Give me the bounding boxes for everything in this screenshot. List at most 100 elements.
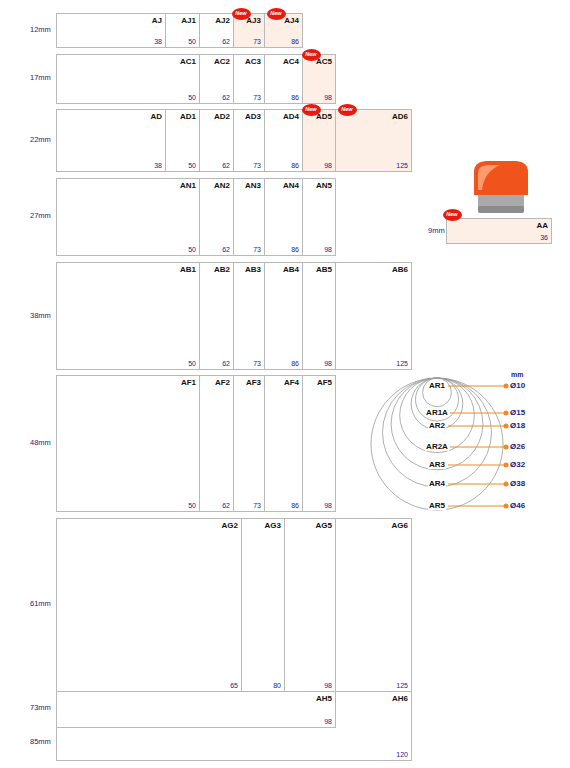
width-mm: 80 [273,682,281,689]
model-name: AC3 [245,58,261,66]
width-mm: 36 [540,234,548,241]
new-badge: New [302,49,321,61]
round-model-name: AR1 [428,382,446,390]
diameter-label: Ø26 [510,443,525,451]
width-mm: 98 [324,246,332,253]
width-mm: 50 [188,502,196,509]
badge-text: New [446,212,457,218]
height-label: 12mm [30,26,51,34]
stamp-size-box: AD1 50 [165,109,200,172]
stamp-size-box: AC262 [199,54,234,104]
model-name: AN2 [214,182,230,190]
model-name: AG2 [222,522,238,530]
leader-dots [504,384,509,509]
model-name: AB4 [283,266,299,274]
model-name: AJ1 [181,17,196,25]
width-mm: 86 [291,38,299,45]
width-mm: 50 [188,162,196,169]
model-name: AD2 [214,113,230,121]
width-mm: 50 [188,94,196,101]
new-badge: New [232,8,251,20]
width-mm: 125 [396,162,408,169]
width-mm: 86 [291,502,299,509]
height-label: 9mm [428,227,445,235]
diameter-label: Ø15 [510,409,525,417]
stamp-size-box: AN2 62 [199,178,234,256]
stamp-illustration [474,161,528,213]
model-name: AD1 [180,113,196,121]
height-label: 22mm [30,136,51,144]
model-name: AF3 [246,379,261,387]
width-mm: 125 [396,360,408,367]
width-mm: 62 [222,246,230,253]
model-name: AA [536,222,548,230]
model-name: AB2 [214,266,230,274]
stamp-size-box: AB2 62 [199,262,234,370]
stamp-size-box: AD598 [302,109,336,172]
stamp-size-box: AG598 [284,518,336,692]
width-mm: 62 [222,94,230,101]
width-mm: 62 [222,502,230,509]
width-mm: 98 [324,94,332,101]
model-name: AD3 [245,113,261,121]
stamp-size-box: AB373 [233,262,265,370]
model-name: AJ3 [246,17,261,25]
model-name: AC5 [316,58,332,66]
stamp-size-box: AD262 [199,109,234,172]
round-model-name: AR2A [425,443,449,451]
width-mm: 73 [253,38,261,45]
model-name: AB1 [180,266,196,274]
stamp-size-box: AG3 80 [241,518,285,692]
diameter-label: Ø18 [510,422,525,430]
model-name: AH5 [316,695,332,703]
round-model-name: AR5 [428,502,446,510]
round-model-name: AR4 [428,480,446,488]
stamp-size-box: AB5 98 [302,262,336,370]
stamp-size-box: AG6125 [335,518,412,692]
width-mm: 62 [222,360,230,367]
width-mm: 50 [188,360,196,367]
model-name: AF2 [215,379,230,387]
width-mm: 125 [396,682,408,689]
height-label: 61mm [30,600,51,608]
height-label: 38mm [30,312,51,320]
width-mm: 86 [291,94,299,101]
width-mm: 73 [253,246,261,253]
width-mm: 65 [230,682,238,689]
model-name: AD5 [316,113,332,121]
leader-lines [448,386,506,506]
model-name: AB5 [316,266,332,274]
model-name: AD6 [392,113,408,121]
model-name: AJ4 [284,17,299,25]
width-mm: 98 [324,718,332,725]
badge-text: New [341,107,352,113]
stamp-size-box: AD6 125 [335,109,412,172]
stamp-size-box: AJ262 [199,13,234,48]
unit-label: mm [511,371,523,378]
stamp-size-box: AF598 [302,375,336,512]
height-label: 17mm [30,74,51,82]
stamp-size-box: AB1 50 [56,262,200,370]
stamp-size-box: AG2 65 [56,518,242,692]
stamp-size-box: AH6120AH598 [56,691,412,761]
stamp-size-box: AF373 [233,375,265,512]
width-mm: 62 [222,38,230,45]
new-badge: New [267,8,286,20]
model-name: AN4 [283,182,299,190]
stamp-size-box: AF2 62 [199,375,234,512]
badge-text: New [305,52,316,58]
new-badge: New [338,104,357,116]
model-name: AC4 [283,58,299,66]
stamp-size-box: AD373 [233,109,265,172]
width-mm: 120 [396,751,408,758]
model-name: AG3 [265,522,281,530]
width-mm: 98 [324,682,332,689]
width-mm: 98 [324,360,332,367]
stamp-size-box: AF150 [56,375,200,512]
width-mm: 86 [291,246,299,253]
model-name: AD4 [283,113,299,121]
model-name: AD [150,113,162,121]
model-name: AC1 [180,58,196,66]
new-badge: New [443,209,462,221]
